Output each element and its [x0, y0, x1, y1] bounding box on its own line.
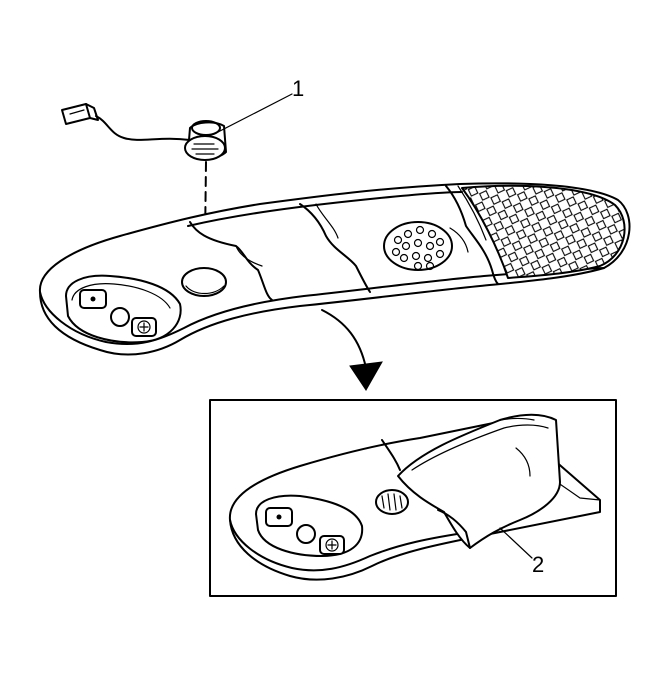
round-speaker-grille	[383, 221, 453, 271]
center-button	[110, 307, 130, 327]
arrow-head	[349, 361, 383, 391]
detail-arrow	[321, 309, 383, 391]
reading-lamp-button	[79, 289, 107, 309]
plus-button	[131, 317, 157, 337]
callout-label-1: 1	[292, 76, 304, 101]
wire-connector	[61, 103, 99, 125]
detail-cover-flap	[397, 413, 561, 549]
detail-plus-button	[319, 535, 345, 555]
speaker	[184, 120, 227, 161]
speaker-assembly: 1	[61, 76, 304, 323]
detail-center-button	[296, 524, 316, 544]
rear-diamond-grille	[461, 184, 626, 279]
speaker-opening	[181, 267, 227, 297]
detail-speaker-grille	[375, 489, 409, 515]
leader-line-1	[217, 93, 293, 133]
speaker-wire	[95, 115, 191, 141]
detail-control-pod	[255, 494, 364, 557]
detail-reading-lamp-button	[265, 507, 293, 527]
control-pod	[65, 274, 182, 344]
detail-inset: 2	[209, 399, 617, 597]
overhead-console	[38, 182, 631, 356]
callout-label-2: 2	[532, 552, 544, 577]
leader-line-2	[499, 527, 533, 559]
